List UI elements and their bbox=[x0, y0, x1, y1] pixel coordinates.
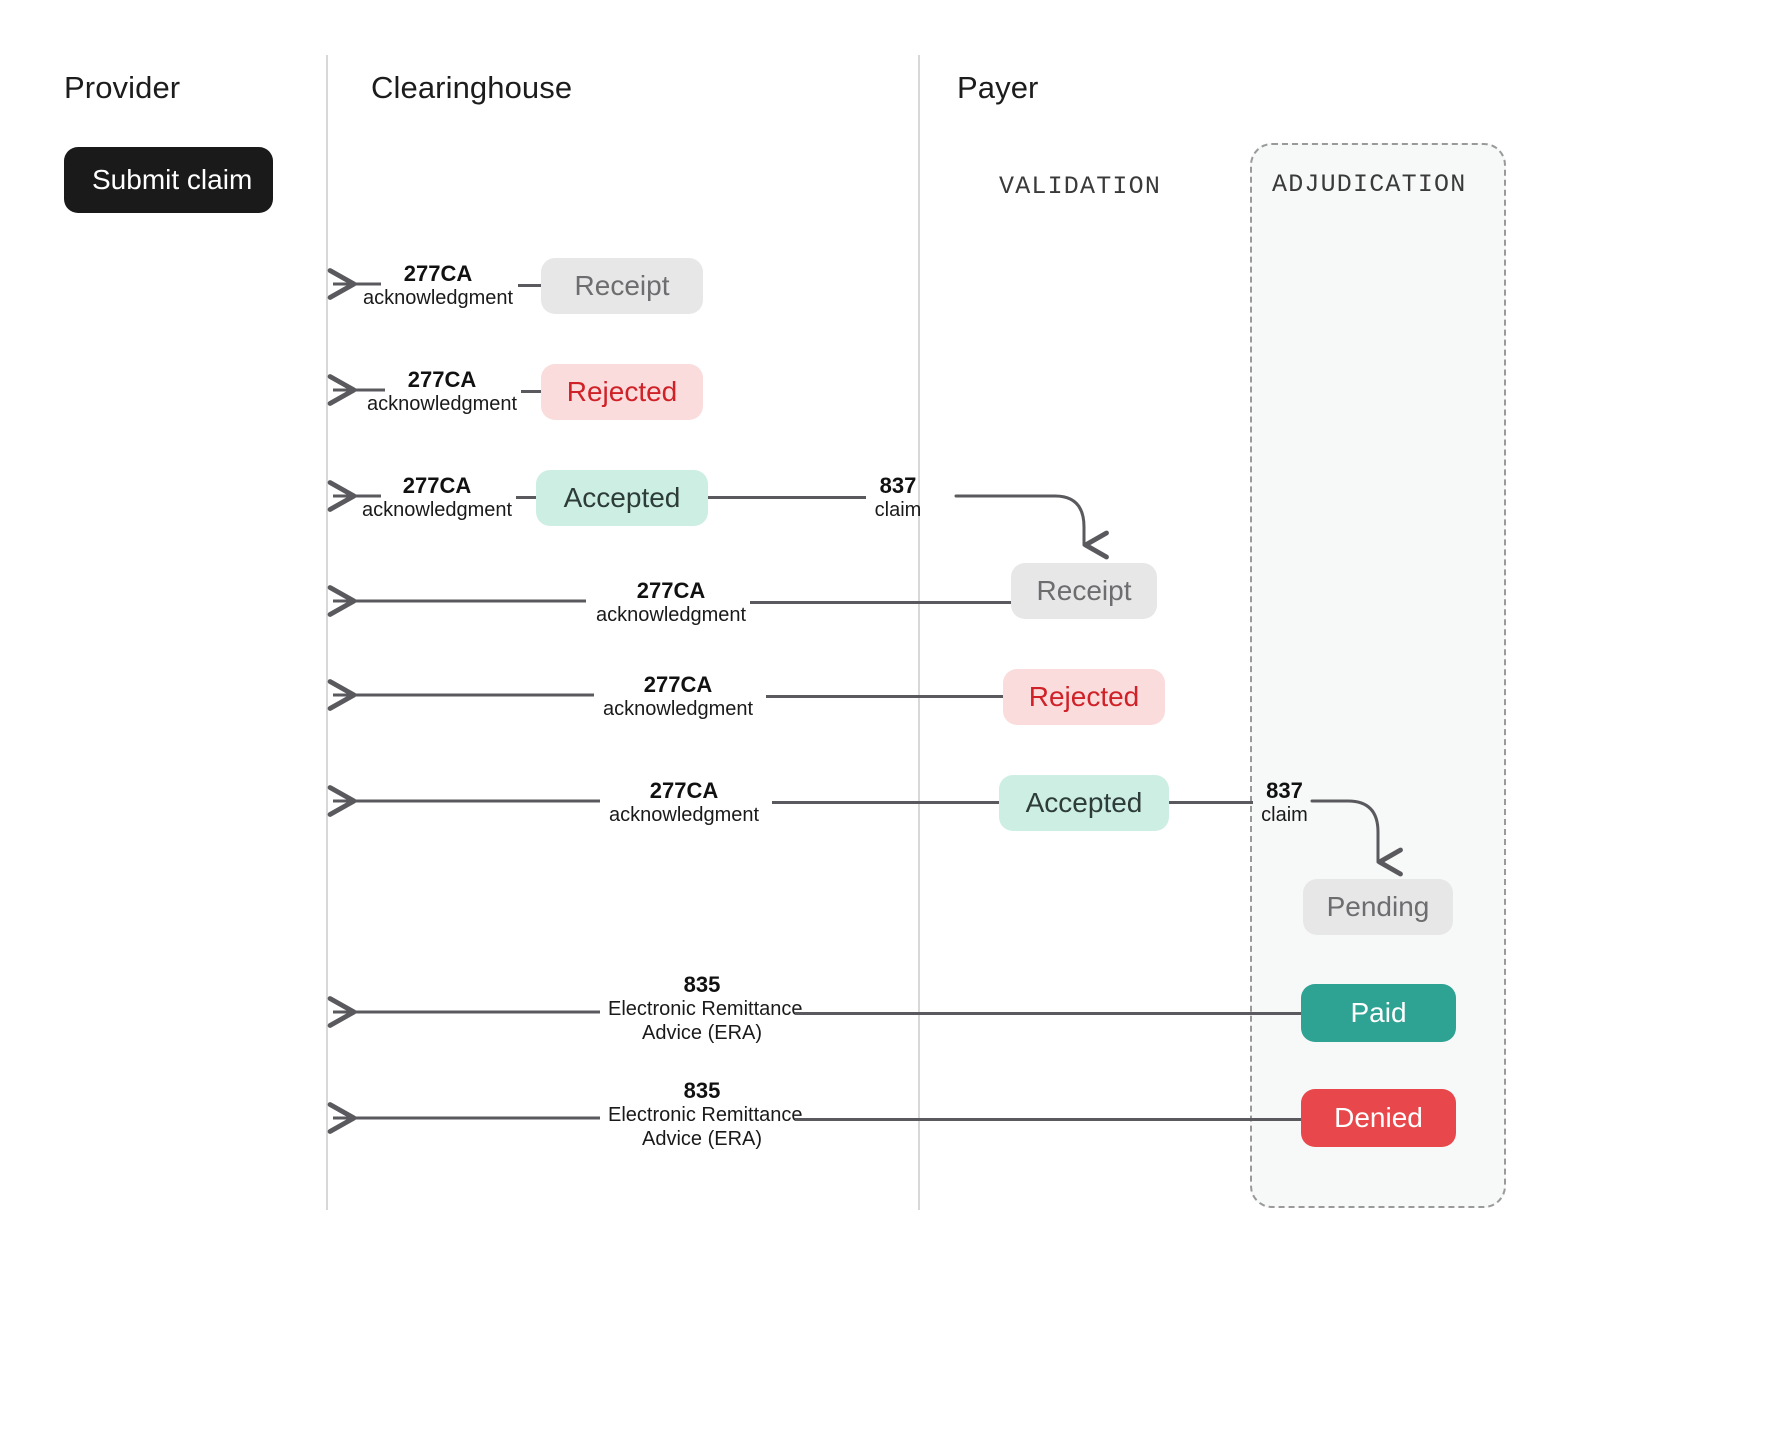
message-code: 277CA bbox=[403, 261, 473, 286]
message-desc-line2: Advice (ERA) bbox=[641, 1021, 763, 1044]
message-label-277ca-payer-accepted: 277CA acknowledgment bbox=[609, 778, 759, 828]
submit-claim-button[interactable]: Submit claim bbox=[64, 147, 273, 213]
connector-ch-rejected-dash bbox=[521, 390, 541, 393]
lane-title-payer: Payer bbox=[957, 70, 1039, 105]
connector-denied-to-label bbox=[795, 1118, 1301, 1121]
message-label-277ca-ch-rejected: 277CA acknowledgment bbox=[367, 367, 517, 417]
message-code: 835 bbox=[683, 972, 721, 997]
message-label-277ca-ch-receipt: 277CA acknowledgment bbox=[363, 261, 513, 311]
lane-divider-clearinghouse-payer bbox=[918, 55, 920, 1210]
clearinghouse-status-rejected[interactable]: Rejected bbox=[541, 364, 703, 420]
message-code: 277CA bbox=[402, 473, 472, 498]
curve-837-to-payer-receipt bbox=[954, 494, 1109, 560]
payer-status-rejected[interactable]: Rejected bbox=[1003, 669, 1165, 725]
connector-837-left bbox=[708, 496, 866, 499]
message-code: 277CA bbox=[643, 672, 713, 697]
message-desc: claim bbox=[1261, 803, 1308, 826]
section-caption-adjudication: ADJUDICATION bbox=[1272, 170, 1467, 199]
message-desc-line2: Advice (ERA) bbox=[641, 1127, 763, 1150]
message-code: 837 bbox=[879, 473, 917, 498]
message-desc-line1: Electronic Remittance bbox=[608, 997, 803, 1020]
clearinghouse-status-accepted[interactable]: Accepted bbox=[536, 470, 708, 526]
message-code: 277CA bbox=[649, 778, 719, 803]
clearinghouse-status-receipt[interactable]: Receipt bbox=[541, 258, 703, 314]
message-desc: acknowledgment bbox=[596, 603, 747, 626]
message-desc: acknowledgment bbox=[367, 392, 518, 415]
message-desc: acknowledgment bbox=[609, 803, 760, 826]
section-caption-validation: VALIDATION bbox=[999, 172, 1162, 201]
connector-ch-accepted-dash bbox=[516, 496, 536, 499]
connector-payer-receipt-to-label bbox=[750, 601, 1011, 604]
connector-837-adj-left bbox=[1169, 801, 1253, 804]
lane-divider-provider-clearinghouse bbox=[326, 55, 328, 1210]
adjudication-group bbox=[1250, 143, 1506, 1208]
message-label-837-claim-top: 837 claim bbox=[843, 473, 953, 523]
message-code: 277CA bbox=[636, 578, 706, 603]
message-desc-line1: Electronic Remittance bbox=[608, 1103, 803, 1126]
message-desc: acknowledgment bbox=[603, 697, 754, 720]
connector-paid-to-label bbox=[795, 1012, 1301, 1015]
message-desc: acknowledgment bbox=[363, 286, 514, 309]
payer-status-receipt[interactable]: Receipt bbox=[1011, 563, 1157, 619]
message-label-277ca-payer-receipt: 277CA acknowledgment bbox=[596, 578, 746, 628]
message-label-277ca-payer-rejected: 277CA acknowledgment bbox=[603, 672, 753, 722]
message-label-277ca-ch-accepted: 277CA acknowledgment bbox=[362, 473, 512, 523]
payer-status-accepted[interactable]: Accepted bbox=[999, 775, 1169, 831]
message-label-835-denied: 835 Electronic Remittance Advice (ERA) bbox=[608, 1078, 803, 1151]
adjudication-status-paid[interactable]: Paid bbox=[1301, 984, 1456, 1042]
message-code: 837 bbox=[1266, 778, 1303, 803]
message-desc: acknowledgment bbox=[362, 498, 513, 521]
adjudication-status-pending[interactable]: Pending bbox=[1303, 879, 1453, 935]
message-code: 835 bbox=[683, 1078, 721, 1103]
message-label-837-claim-bottom: 837 claim bbox=[1232, 778, 1337, 828]
message-desc: claim bbox=[874, 498, 922, 521]
lane-title-clearinghouse: Clearinghouse bbox=[371, 70, 573, 105]
connector-ch-receipt-dash bbox=[518, 284, 541, 287]
message-code: 277CA bbox=[407, 367, 477, 392]
connector-payer-rejected-to-label bbox=[766, 695, 1003, 698]
lane-title-provider: Provider bbox=[64, 70, 181, 105]
adjudication-status-denied[interactable]: Denied bbox=[1301, 1089, 1456, 1147]
connector-payer-accepted-to-label bbox=[772, 801, 999, 804]
message-label-835-paid: 835 Electronic Remittance Advice (ERA) bbox=[608, 972, 803, 1045]
